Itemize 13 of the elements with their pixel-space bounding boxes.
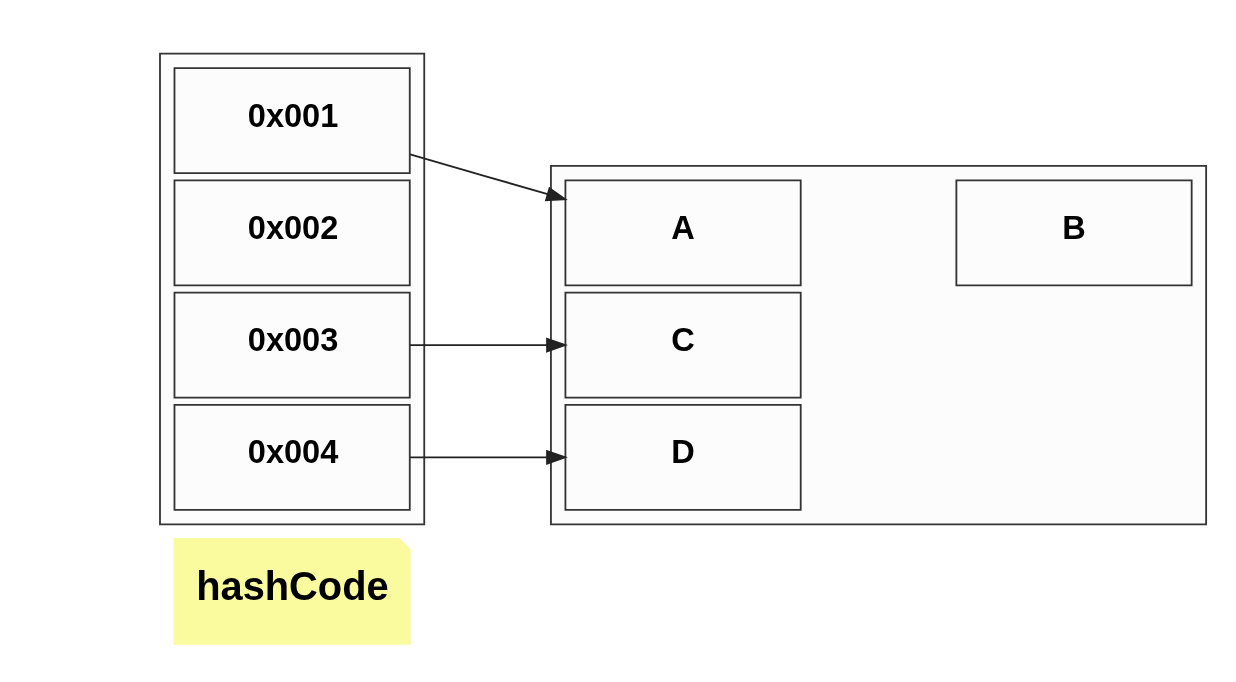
arrow <box>409 152 568 201</box>
node-box: B <box>955 179 1193 286</box>
node-box: A <box>564 179 802 286</box>
node-box: C <box>564 291 802 398</box>
node-box: 0x002 <box>173 179 411 286</box>
node-box: 0x004 <box>173 403 411 511</box>
arrow <box>409 449 568 465</box>
arrow <box>409 337 568 353</box>
cluster <box>159 52 426 525</box>
node-box: D <box>564 403 802 511</box>
cluster <box>550 164 1208 525</box>
node-box: 0x001 <box>173 66 411 174</box>
node-box: 0x003 <box>173 291 411 398</box>
